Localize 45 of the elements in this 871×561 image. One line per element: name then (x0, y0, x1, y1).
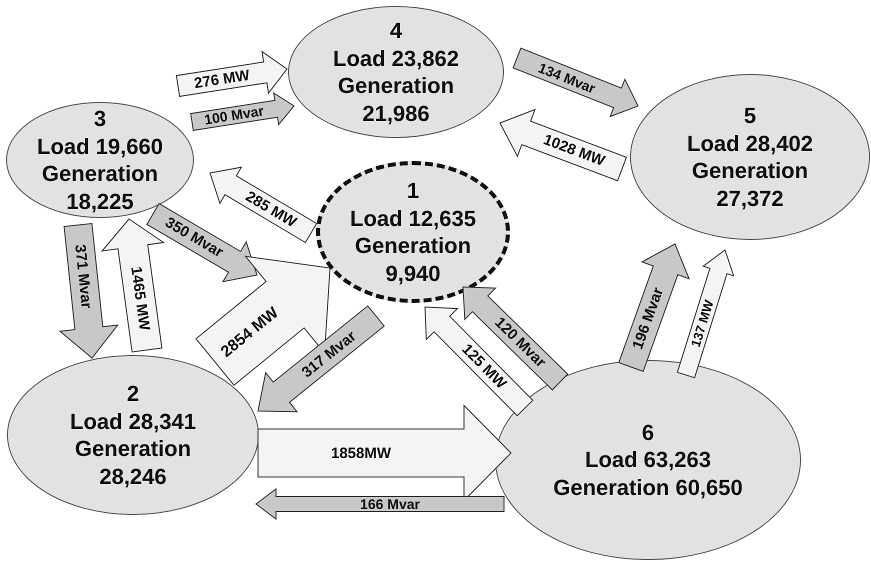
edge-label: 276 MW (192, 67, 250, 91)
block-arrow (58, 222, 119, 359)
edge-label: 196 Mvar (630, 286, 666, 352)
block-arrow (618, 243, 690, 372)
edge-label: 285 MW (242, 188, 299, 230)
node-text: Generation 28,246 (74, 435, 192, 490)
node-number: 4 (390, 17, 402, 44)
node-number: 5 (744, 102, 756, 130)
node-text: Load 28,341 (70, 408, 196, 435)
node-text: Generation 9,940 (354, 232, 472, 287)
edge-label: 125 MW (458, 340, 508, 392)
block-arrow (512, 48, 639, 118)
edge-label: 1465 MW (128, 266, 152, 332)
block-arrow (100, 218, 165, 353)
node-text: Load 23,862 (333, 44, 459, 72)
edge-label: 134 Mvar (536, 60, 598, 96)
edge-label: 137 MW (688, 298, 716, 348)
node-number: 3 (94, 105, 106, 132)
node-number: 1 (406, 177, 420, 204)
block-arrow (462, 286, 568, 391)
block-arrow (257, 305, 385, 412)
block-arrow (676, 249, 734, 378)
edge-label: 350 Mvar (162, 215, 226, 261)
node-text: Load 19,660 (37, 132, 163, 160)
node-text: Load 28,402 (687, 130, 813, 157)
edge-label: 1028 MW (541, 132, 607, 170)
block-arrow (195, 256, 331, 386)
block-arrow (209, 166, 318, 244)
node-text: Generation 60,650 (553, 474, 743, 502)
node-text: Generation 18,225 (40, 160, 160, 215)
node-number: 2 (126, 380, 140, 408)
block-arrow (190, 92, 295, 131)
node-text: Load 63,263 (585, 446, 711, 474)
block-arrow (255, 488, 504, 520)
edge-label: 100 Mvar (203, 104, 265, 127)
node-number: 6 (642, 418, 654, 446)
edge-label: 371 Mvar (72, 244, 94, 310)
block-arrow (499, 108, 628, 182)
node-text: Generation 21,986 (336, 72, 456, 127)
edge-label: 1858MW (330, 446, 392, 460)
block-arrow (424, 306, 534, 416)
node-text: Load 12,635 (350, 204, 476, 232)
block-arrow (176, 50, 288, 97)
edge-label: 166 Mvar (360, 497, 420, 511)
node-text: Generation 27,372 (690, 157, 810, 212)
